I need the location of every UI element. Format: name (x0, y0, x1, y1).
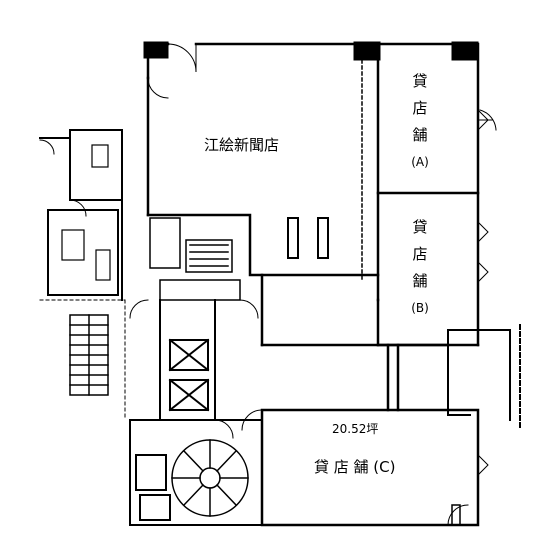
shop-c-label: 貸 店 舗 (C) (314, 458, 396, 476)
central-toilet-stair (149, 217, 241, 301)
door-swing (214, 419, 234, 439)
shop-a-char: 店 (412, 99, 428, 117)
shop-a-char: 舗 (412, 126, 428, 144)
door-swing (241, 409, 263, 431)
toilet-fixture (91, 144, 109, 168)
bath-fixture (95, 249, 111, 281)
shop-b-char: 貸 (412, 218, 428, 236)
shop-b-label: 貸 店 舗 (B) (408, 214, 432, 322)
door-swing (479, 109, 497, 131)
window-mark (477, 221, 489, 243)
spiral-staircase (171, 439, 249, 517)
newspaper-room-label: 江絵新聞店 (204, 136, 280, 154)
shop-c-area-label: 20.52坪 (332, 422, 379, 436)
shop-b-char: 舗 (412, 272, 428, 290)
column (353, 41, 381, 61)
dashed-line (39, 299, 126, 421)
door-swing (167, 43, 197, 73)
door-swing (69, 199, 87, 217)
newspaper-room-walls (146, 42, 380, 302)
shop-a-char: (A) (411, 155, 429, 169)
window-mark (477, 261, 489, 283)
elevator-core (159, 299, 216, 421)
toilet-block-walls (39, 129, 123, 301)
shop-b-char: 店 (412, 245, 428, 263)
shop-a-char: 貸 (412, 72, 428, 90)
door-swing (239, 299, 259, 319)
column (143, 41, 169, 59)
door-swing (39, 139, 55, 155)
window-mark (477, 454, 489, 476)
sink-fixture (61, 229, 85, 261)
door-swing (129, 299, 149, 319)
shop-b-char: (B) (411, 301, 429, 315)
shop-a-label: 貸 店 舗 (A) (408, 68, 432, 176)
corridor-walls (260, 273, 450, 412)
left-staircase (69, 314, 109, 396)
shop-c-walls (260, 408, 480, 527)
door-leaf (451, 504, 461, 526)
door-swing (447, 504, 469, 526)
east-entrance-walls (447, 324, 521, 431)
bottom-left-rooms (129, 419, 263, 526)
door-swing (147, 77, 169, 99)
window-mark (477, 109, 493, 131)
vent-shaft (317, 217, 329, 259)
vent-shaft (287, 217, 299, 259)
